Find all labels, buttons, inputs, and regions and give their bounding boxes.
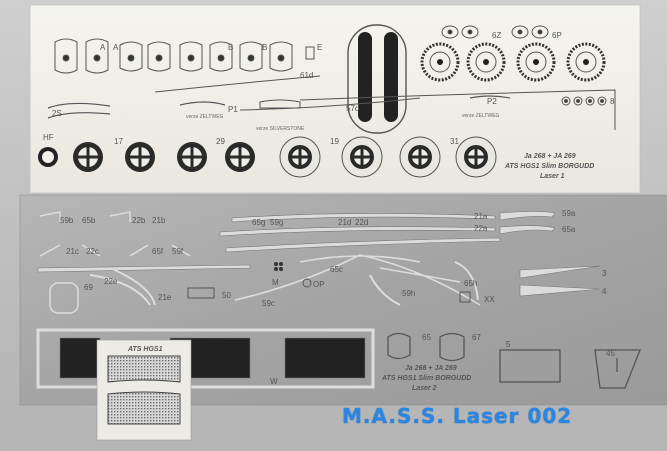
sheet-2-number: Laser 2 [412,385,437,392]
label-6P: 6P [552,31,562,40]
label-5: 5 [506,340,511,349]
label-8: 8 [610,97,615,106]
sheet-1-number: Laser 1 [540,173,565,180]
sheet-1-code: Ja 268 + JA 269 [524,153,576,160]
mirror-parts [441,25,549,39]
label-59c: 59c [262,299,275,308]
laser-sheet-1: A A B B E 6Z 6P 8 61d 57d P2 P1 2S HF 17… [29,4,641,194]
sheet-1-labels: A A B B E 6Z 6P 8 61d 57d P2 P1 2S HF 17… [43,31,615,146]
label-M: M [272,278,279,287]
label-69: 69 [84,283,93,292]
label-59h: 59h [402,289,415,298]
label-XX: XX [484,295,495,304]
label-65c: 65c [330,265,343,274]
label-A: A [100,43,106,52]
label-2S: 2S [52,109,62,118]
mini-mesh-sheet: ATS HGS1 [96,339,192,441]
sheet-1-title-block: Ja 268 + JA 269 ATS HGS1 Slim BORGUDD La… [504,153,594,180]
label-65g: 65g [252,218,265,227]
label-OP: OP [313,280,325,289]
sheet-2-code: Ja 268 + JA 269 [405,365,457,372]
label-A-2: A [113,43,119,52]
note-silverstone: verze SILVERSTONE [256,126,305,132]
label-22d: 22d [355,218,368,227]
label-P1: P1 [228,105,238,114]
label-65: 65 [422,333,431,342]
caption-title: M.A.S.S. Laser 002 [342,404,573,428]
label-59g: 59g [270,218,283,227]
note-zeltweg-2: verze ZELTWEG [462,113,500,119]
label-29: 29 [216,137,225,146]
label-59b: 59b [60,216,74,225]
mini-sheet-title: ATS HGS1 [127,346,163,353]
label-67: 67 [472,333,481,342]
label-31: 31 [450,137,459,146]
label-65b: 65b [82,216,96,225]
label-59a: 59a [562,209,576,218]
label-21b: 21b [152,216,166,225]
label-22a: 22a [474,224,488,233]
label-21a: 21a [474,212,488,221]
label-21c: 21c [66,247,79,256]
label-3: 3 [602,269,607,278]
label-HF: HF [43,133,54,142]
label-50: 50 [222,291,231,300]
label-B: B [228,43,233,52]
label-59f: 59f [172,247,184,256]
label-6Z: 6Z [492,31,501,40]
wheel-parts [38,136,497,178]
sheet-2-title-block: Ja 268 + JA 269 ATS HGS1 Slim BORGUDD La… [381,365,471,392]
sheet-1-title: ATS HGS1 Slim BORGUDD [504,163,594,170]
label-61d: 61d [300,71,313,80]
label-22c: 22c [86,247,99,256]
label-22e: 22e [104,277,118,286]
label-19: 19 [330,137,339,146]
label-22b: 22b [132,216,146,225]
gear-parts [420,42,606,82]
label-65h: 65h [464,279,477,288]
label-65f: 65f [152,247,164,256]
label-65a: 65a [562,225,576,234]
label-W: W [270,377,278,386]
label-4: 4 [602,287,607,296]
note-zeltweg: verze ZELTWEG [186,114,224,120]
sheet-2-labels: 59b 65b 22b 21b 65g 59g 21d 22d 21a 22a … [60,209,615,386]
label-P2: P2 [487,97,497,106]
label-57d: 57d [346,104,359,113]
label-21d: 21d [338,218,351,227]
label-21e: 21e [158,293,172,302]
label-B-2: B [262,43,267,52]
label-17: 17 [114,137,123,146]
top-part-row [54,38,315,74]
label-E: E [317,43,322,52]
sheet-2-title: ATS HGS1 Slim BORGUDD [381,375,471,382]
label-45: 45 [606,349,615,358]
